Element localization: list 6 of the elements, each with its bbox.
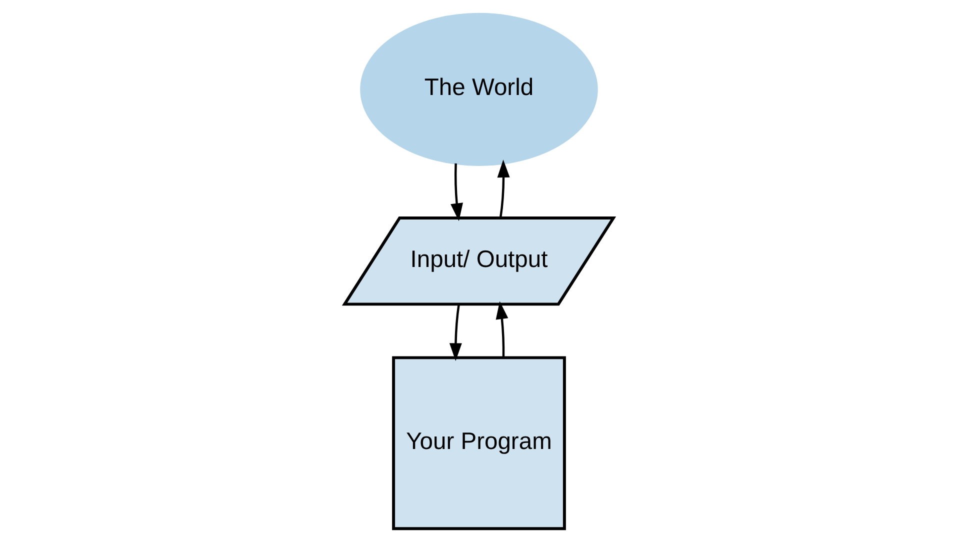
node-box: Your Program: [392, 356, 566, 530]
node-ellipse: The World: [360, 12, 598, 166]
arrow: [450, 163, 463, 222]
arrow: [449, 304, 462, 362]
arrow: [497, 160, 510, 218]
arrow: [496, 301, 508, 358]
